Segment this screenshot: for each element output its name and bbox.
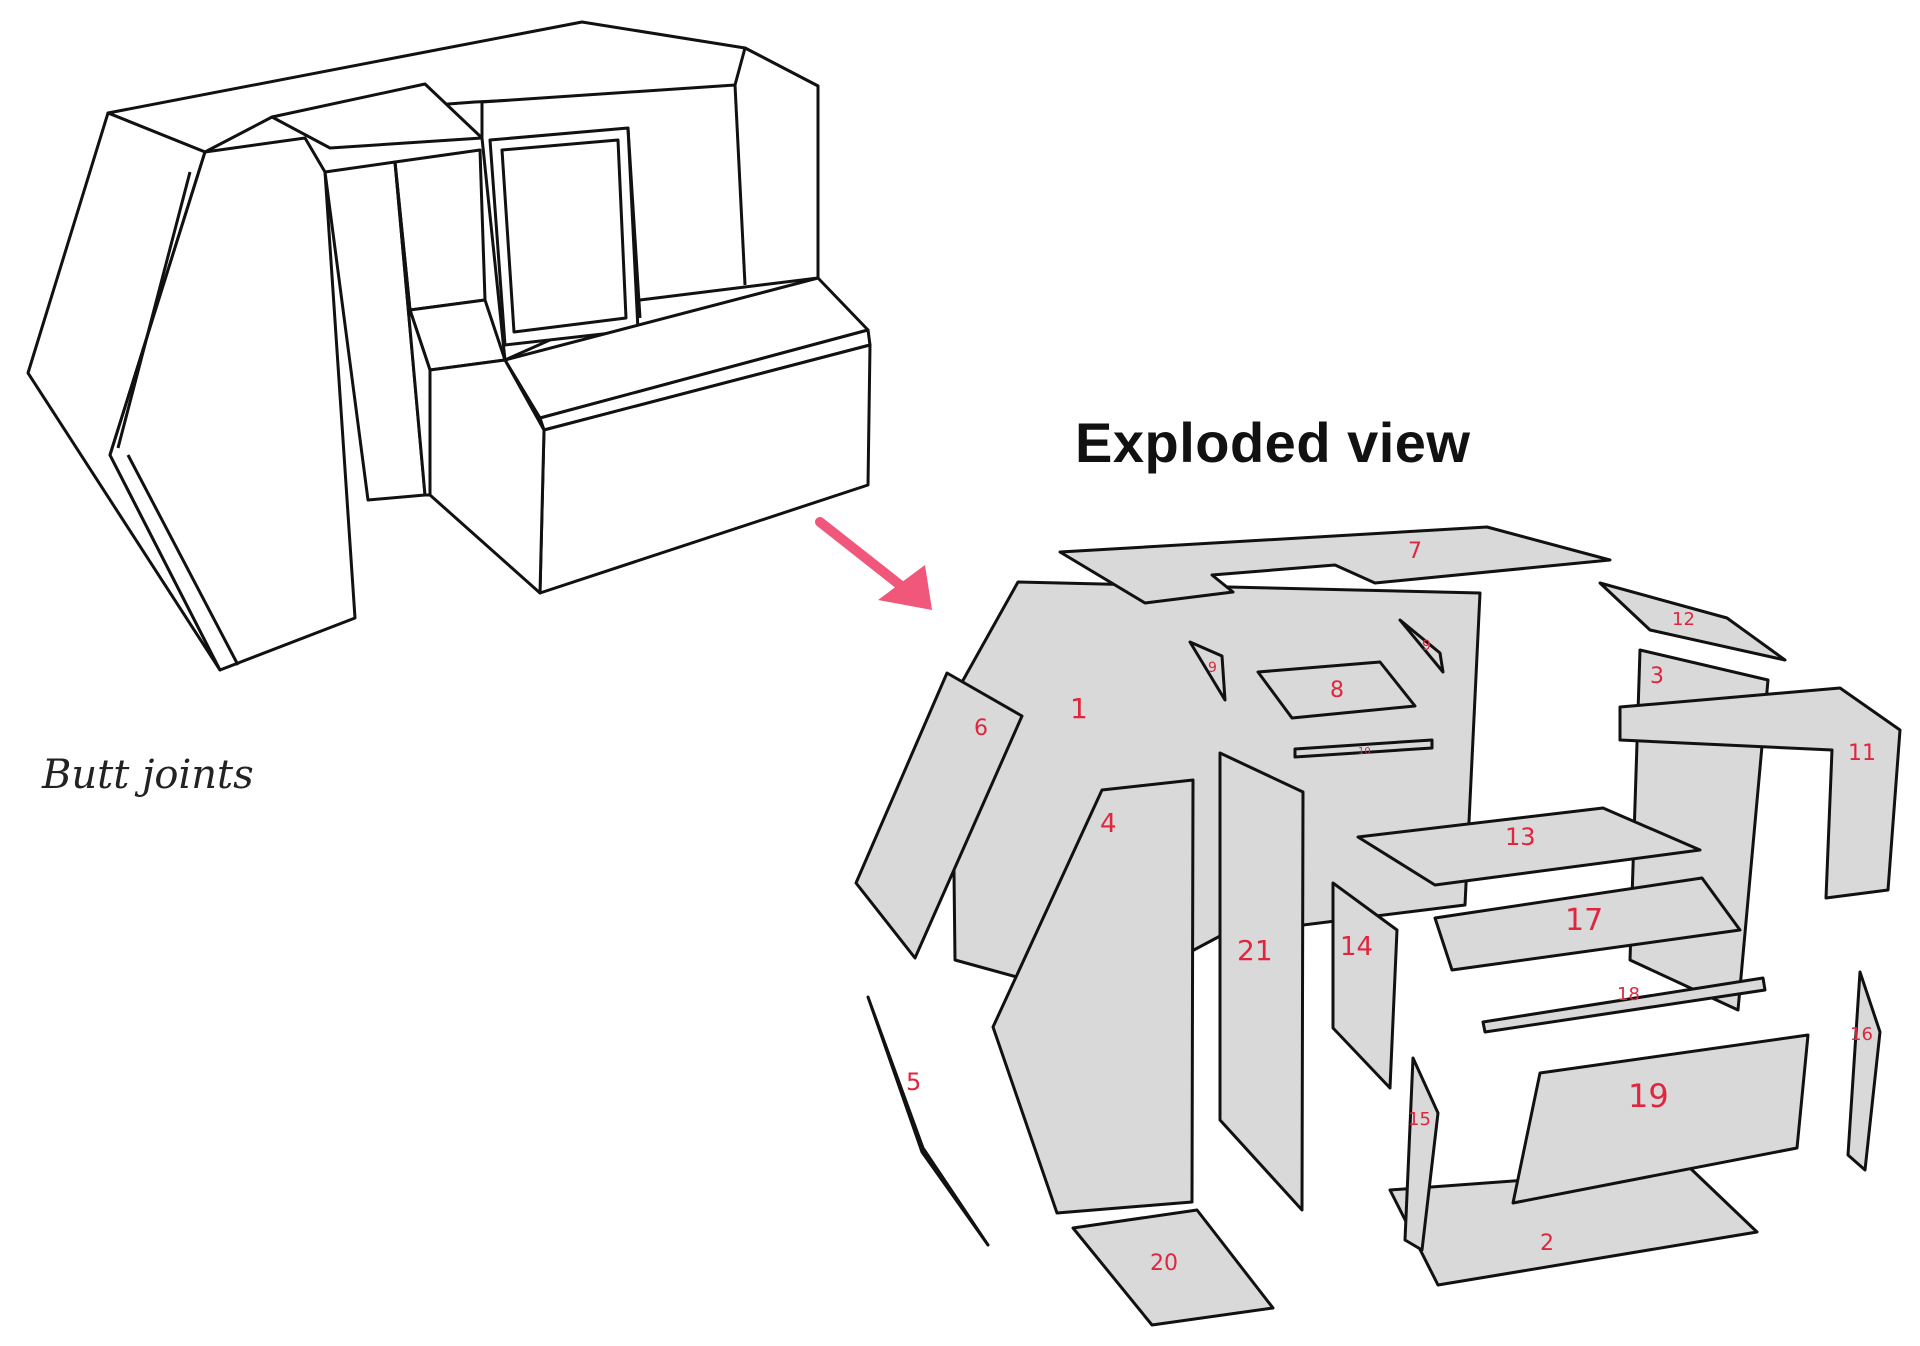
- panel-number-7: 7: [1408, 539, 1422, 564]
- direction-arrow: [815, 517, 932, 610]
- panel-number-2: 2: [1540, 1231, 1554, 1256]
- panel-number-6: 6: [974, 716, 988, 741]
- panel-1: [950, 580, 1482, 1002]
- panel-number-labels: 1 2 3 4 5 6 7 8 9 9 10 11 12 13 14 15 16…: [906, 539, 1876, 1276]
- arrow-shaft: [815, 517, 905, 590]
- panel-12: [1598, 581, 1787, 662]
- handwritten-caption: Butt joints: [42, 752, 254, 798]
- cabinet-edge-line: [626, 127, 642, 319]
- panel-number-11: 11: [1848, 741, 1876, 766]
- panel-8: [1256, 660, 1417, 720]
- arrow-head: [878, 565, 932, 610]
- panel-10: [1293, 738, 1434, 759]
- panel-21: [1218, 751, 1305, 1212]
- panel-number-18: 18: [1617, 984, 1640, 1005]
- diagram-title: Exploded view: [1075, 411, 1471, 474]
- panel-number-8: 8: [1330, 678, 1344, 703]
- panel-number-10: 10: [1358, 746, 1371, 757]
- panel-14: [1331, 881, 1399, 1090]
- panel-4: [991, 778, 1195, 1215]
- panel-number-17: 17: [1565, 903, 1603, 938]
- panel-18: [1481, 976, 1767, 1034]
- panel-number-20: 20: [1150, 1251, 1178, 1276]
- panel-6: [854, 671, 1024, 960]
- cabinet-edge-line: [116, 171, 192, 449]
- cabinet-console-side: [428, 358, 546, 595]
- cabinet-edge-line: [733, 84, 747, 286]
- panel-5: [866, 995, 990, 1247]
- panel-9b: [1398, 618, 1445, 674]
- panel-number-12: 12: [1672, 609, 1695, 630]
- panel-17: [1433, 876, 1742, 972]
- panel-11: [1618, 686, 1902, 900]
- panel-16: [1846, 970, 1882, 1172]
- panel-number-21: 21: [1237, 934, 1273, 967]
- panel-number-13: 13: [1505, 823, 1536, 851]
- panel-number-4: 4: [1100, 809, 1117, 839]
- panel-15: [1403, 1056, 1440, 1252]
- panel-19: [1511, 1033, 1810, 1205]
- panel-number-9a: 9: [1208, 660, 1217, 676]
- panel-number-15: 15: [1408, 1109, 1431, 1130]
- panel-number-14: 14: [1340, 932, 1373, 962]
- panel-13: [1356, 806, 1702, 887]
- panel-20: [1071, 1208, 1275, 1327]
- panel-number-16: 16: [1850, 1024, 1873, 1045]
- panel-number-19: 19: [1628, 1077, 1669, 1115]
- cabinet-monitor-screen: [500, 138, 628, 334]
- panel-number-9b: 9: [1422, 638, 1431, 654]
- panel-number-5: 5: [906, 1068, 921, 1096]
- exploded-panels: [854, 525, 1902, 1327]
- panel-7: [1058, 525, 1612, 605]
- cabinet-center-divider: [393, 160, 432, 497]
- panel-9a: [1188, 640, 1227, 702]
- cabinet-edge-line: [126, 454, 240, 666]
- panel-number-3: 3: [1650, 664, 1664, 689]
- panel-number-1: 1: [1070, 692, 1088, 725]
- assembled-cabinet-drawing: [26, 20, 872, 672]
